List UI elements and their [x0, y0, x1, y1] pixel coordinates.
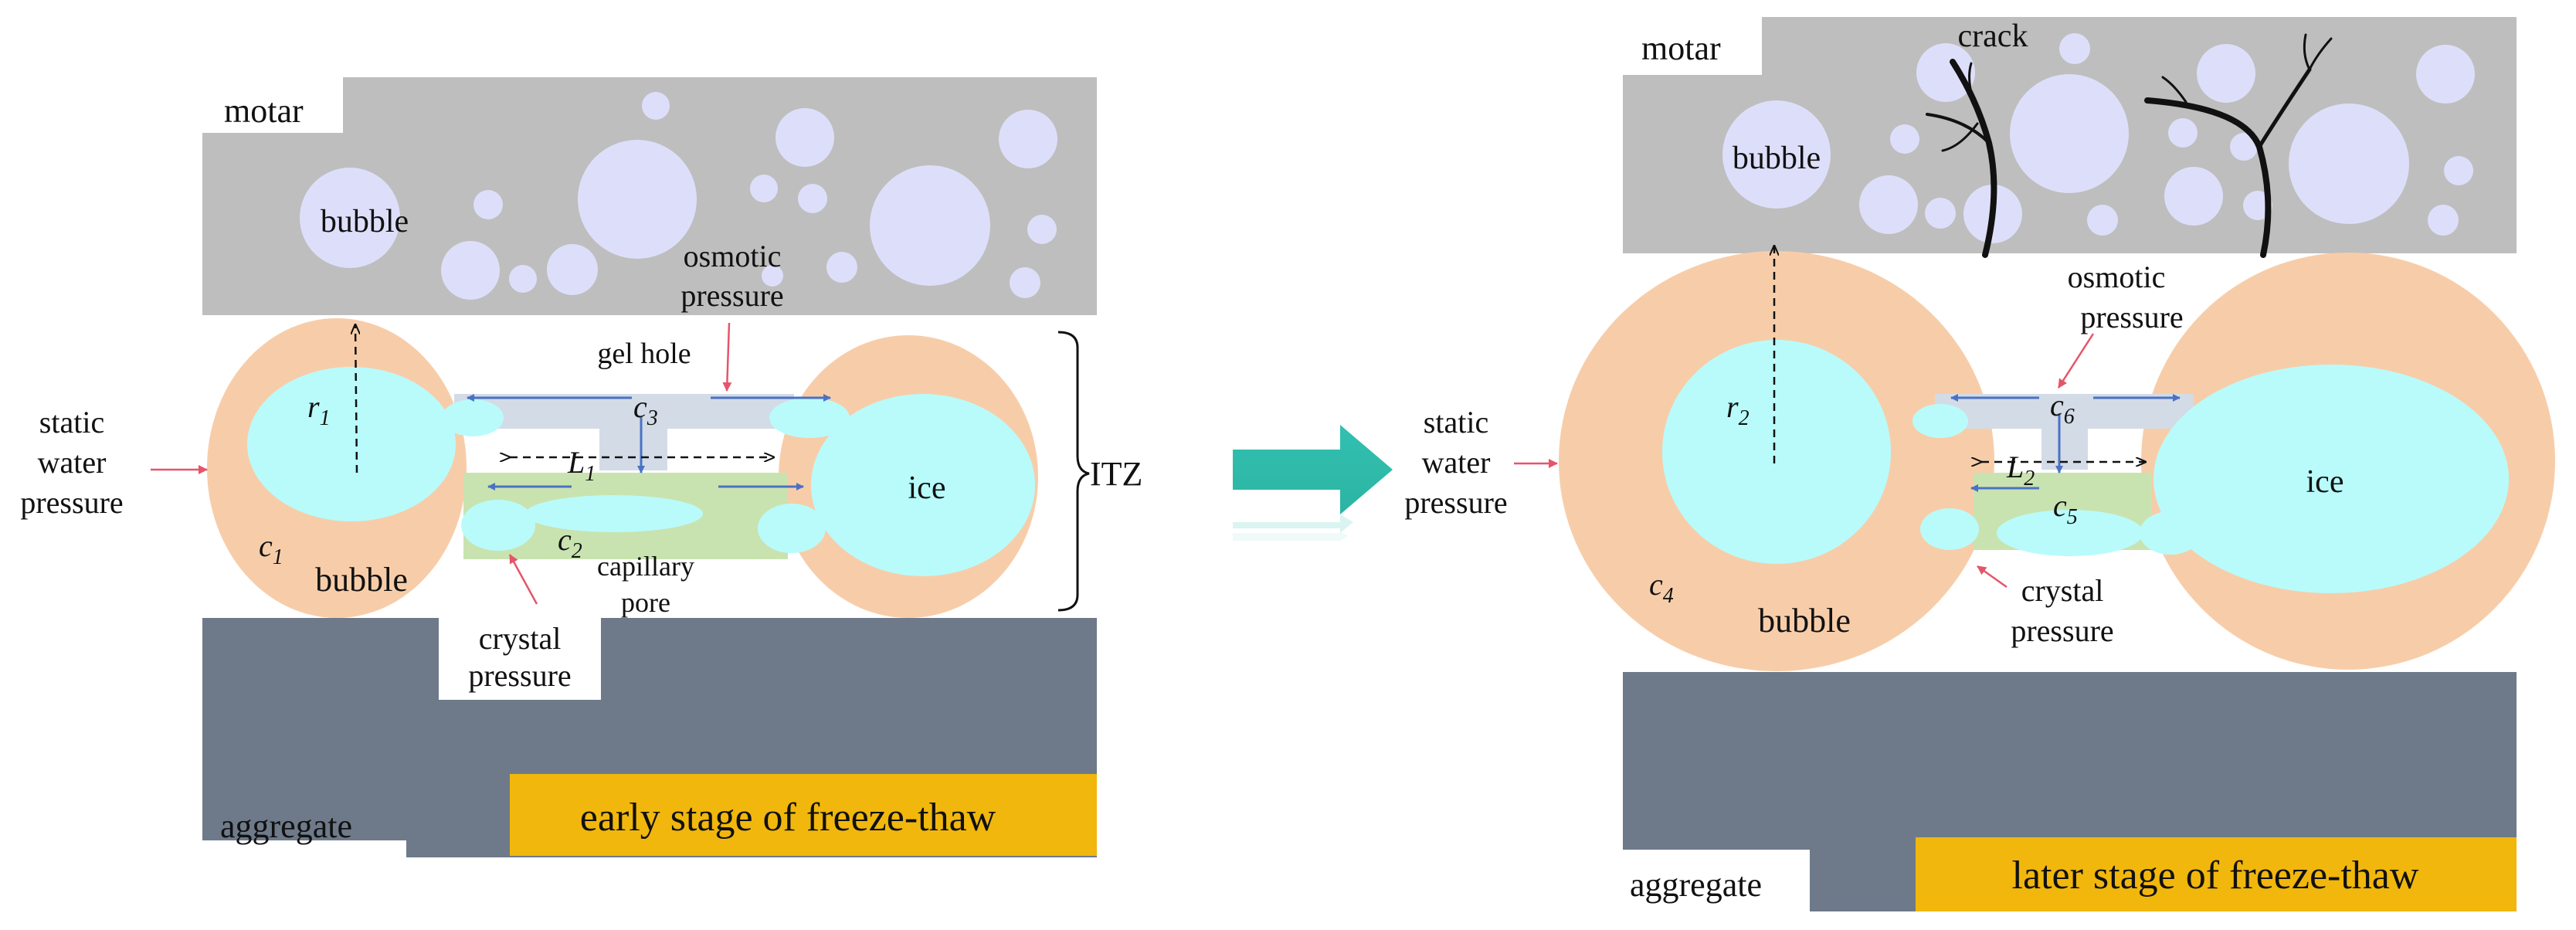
left-ice-lobe-4 — [758, 504, 826, 553]
left-gel-hole-label: gel hole — [597, 338, 691, 370]
left-static-label-line1: static — [39, 405, 104, 440]
left-mortar-bubbles — [300, 92, 1057, 300]
left-mortar-label: motar — [224, 92, 304, 130]
right-bubble-label: bubble — [1758, 602, 1851, 640]
right-c5-label: c5 — [2053, 488, 2078, 529]
left-capillary-ice — [525, 495, 703, 532]
left-ice-label: ice — [908, 470, 946, 506]
right-static-label-line3: pressure — [1404, 485, 1507, 520]
left-c3-label: c3 — [633, 389, 658, 430]
left-mortar-bubble-label: bubble — [321, 204, 409, 239]
left-ice-lobe-3 — [461, 500, 535, 551]
right-crack-label: crack — [1958, 19, 2028, 54]
right-mortar-bubble-label: bubble — [1733, 141, 1821, 176]
left-osmotic-label-line2: pressure — [680, 278, 783, 313]
stage-transition-arrow — [1233, 425, 1393, 541]
left-r1-arrow — [355, 324, 357, 473]
left-mortar-label-box — [202, 77, 343, 133]
right-ice-left — [1662, 340, 1891, 564]
right-panel: motar bubble — [1404, 17, 2555, 911]
left-crystal-label-box — [439, 613, 601, 700]
right-gel-channel — [1935, 394, 2194, 429]
right-stage-label: later stage of freeze-thaw — [2012, 854, 2419, 898]
left-capillary-label-line1: capillary — [597, 551, 694, 582]
right-static-label-line1: static — [1424, 405, 1488, 440]
left-c2-label: c2 — [558, 522, 582, 563]
right-ice-lobe-3 — [2140, 511, 2201, 555]
left-diffusion-arrows — [467, 394, 831, 490]
left-bubble-label: bubble — [315, 561, 408, 599]
right-capillary-ice — [1997, 510, 2143, 556]
right-osmotic-label-line2: pressure — [2080, 300, 2183, 334]
left-static-label-line2: water — [38, 445, 107, 480]
left-ice-right — [811, 394, 1035, 576]
right-c4-label: c4 — [1649, 567, 1674, 608]
left-crystal-label-line1: crystal — [479, 621, 562, 656]
left-gel-channel — [454, 394, 794, 429]
left-itz-bracket — [1057, 331, 1090, 612]
right-crystal-label-line1: crystal — [2021, 573, 2104, 608]
left-gel-hole — [599, 427, 667, 470]
left-osmotic-label-line1: osmotic — [684, 239, 782, 273]
left-crystal-label-line2: pressure — [468, 658, 571, 693]
right-static-label-line2: water — [1422, 445, 1491, 480]
left-crystal-pressure-arrow — [508, 554, 538, 605]
left-ice-lobe-2 — [769, 398, 850, 438]
right-mortar-bubbles — [1722, 33, 2475, 243]
right-ice-label: ice — [2306, 464, 2344, 500]
right-crystal-label-line2: pressure — [2011, 613, 2113, 648]
right-ice-lobe-1 — [1912, 404, 1968, 438]
right-osmotic-pressure-arrow — [2057, 333, 2095, 389]
left-c1-label: c1 — [259, 528, 283, 569]
right-ice-right — [2153, 365, 2509, 593]
left-ice-left — [247, 367, 456, 521]
right-crystal-pressure-arrow — [1977, 565, 2008, 589]
right-r2-label: r2 — [1726, 389, 1750, 430]
right-mortar-label: motar — [1641, 29, 1721, 67]
left-l1-label: L1 — [567, 445, 596, 486]
right-cracks — [1926, 33, 2333, 258]
right-stage-banner — [1916, 837, 2517, 911]
right-c6-label: c6 — [2050, 388, 2075, 429]
right-osmotic-label-line1: osmotic — [2068, 260, 2166, 294]
right-ice-lobe-2 — [1920, 508, 1979, 550]
left-capillary-label-line2: pore — [621, 587, 670, 618]
right-mortar-label-box — [1623, 17, 1762, 75]
left-ice-lobe-1 — [442, 399, 504, 436]
right-l2-label: L2 — [2006, 450, 2035, 490]
left-panel: motar bubble aggregate early stage of fr… — [20, 77, 1142, 857]
left-osmotic-pressure-arrow — [722, 322, 732, 392]
left-stage-banner — [510, 774, 1097, 856]
left-stage-label: early stage of freeze-thaw — [580, 796, 996, 840]
left-aggregate-label: aggregate — [220, 807, 352, 845]
right-aggregate-label: aggregate — [1630, 866, 1762, 904]
right-gel-hole — [2041, 427, 2088, 470]
left-static-label-line3: pressure — [20, 485, 123, 520]
left-itz-label: ITZ — [1090, 455, 1142, 493]
left-r1-label: r1 — [307, 389, 331, 430]
